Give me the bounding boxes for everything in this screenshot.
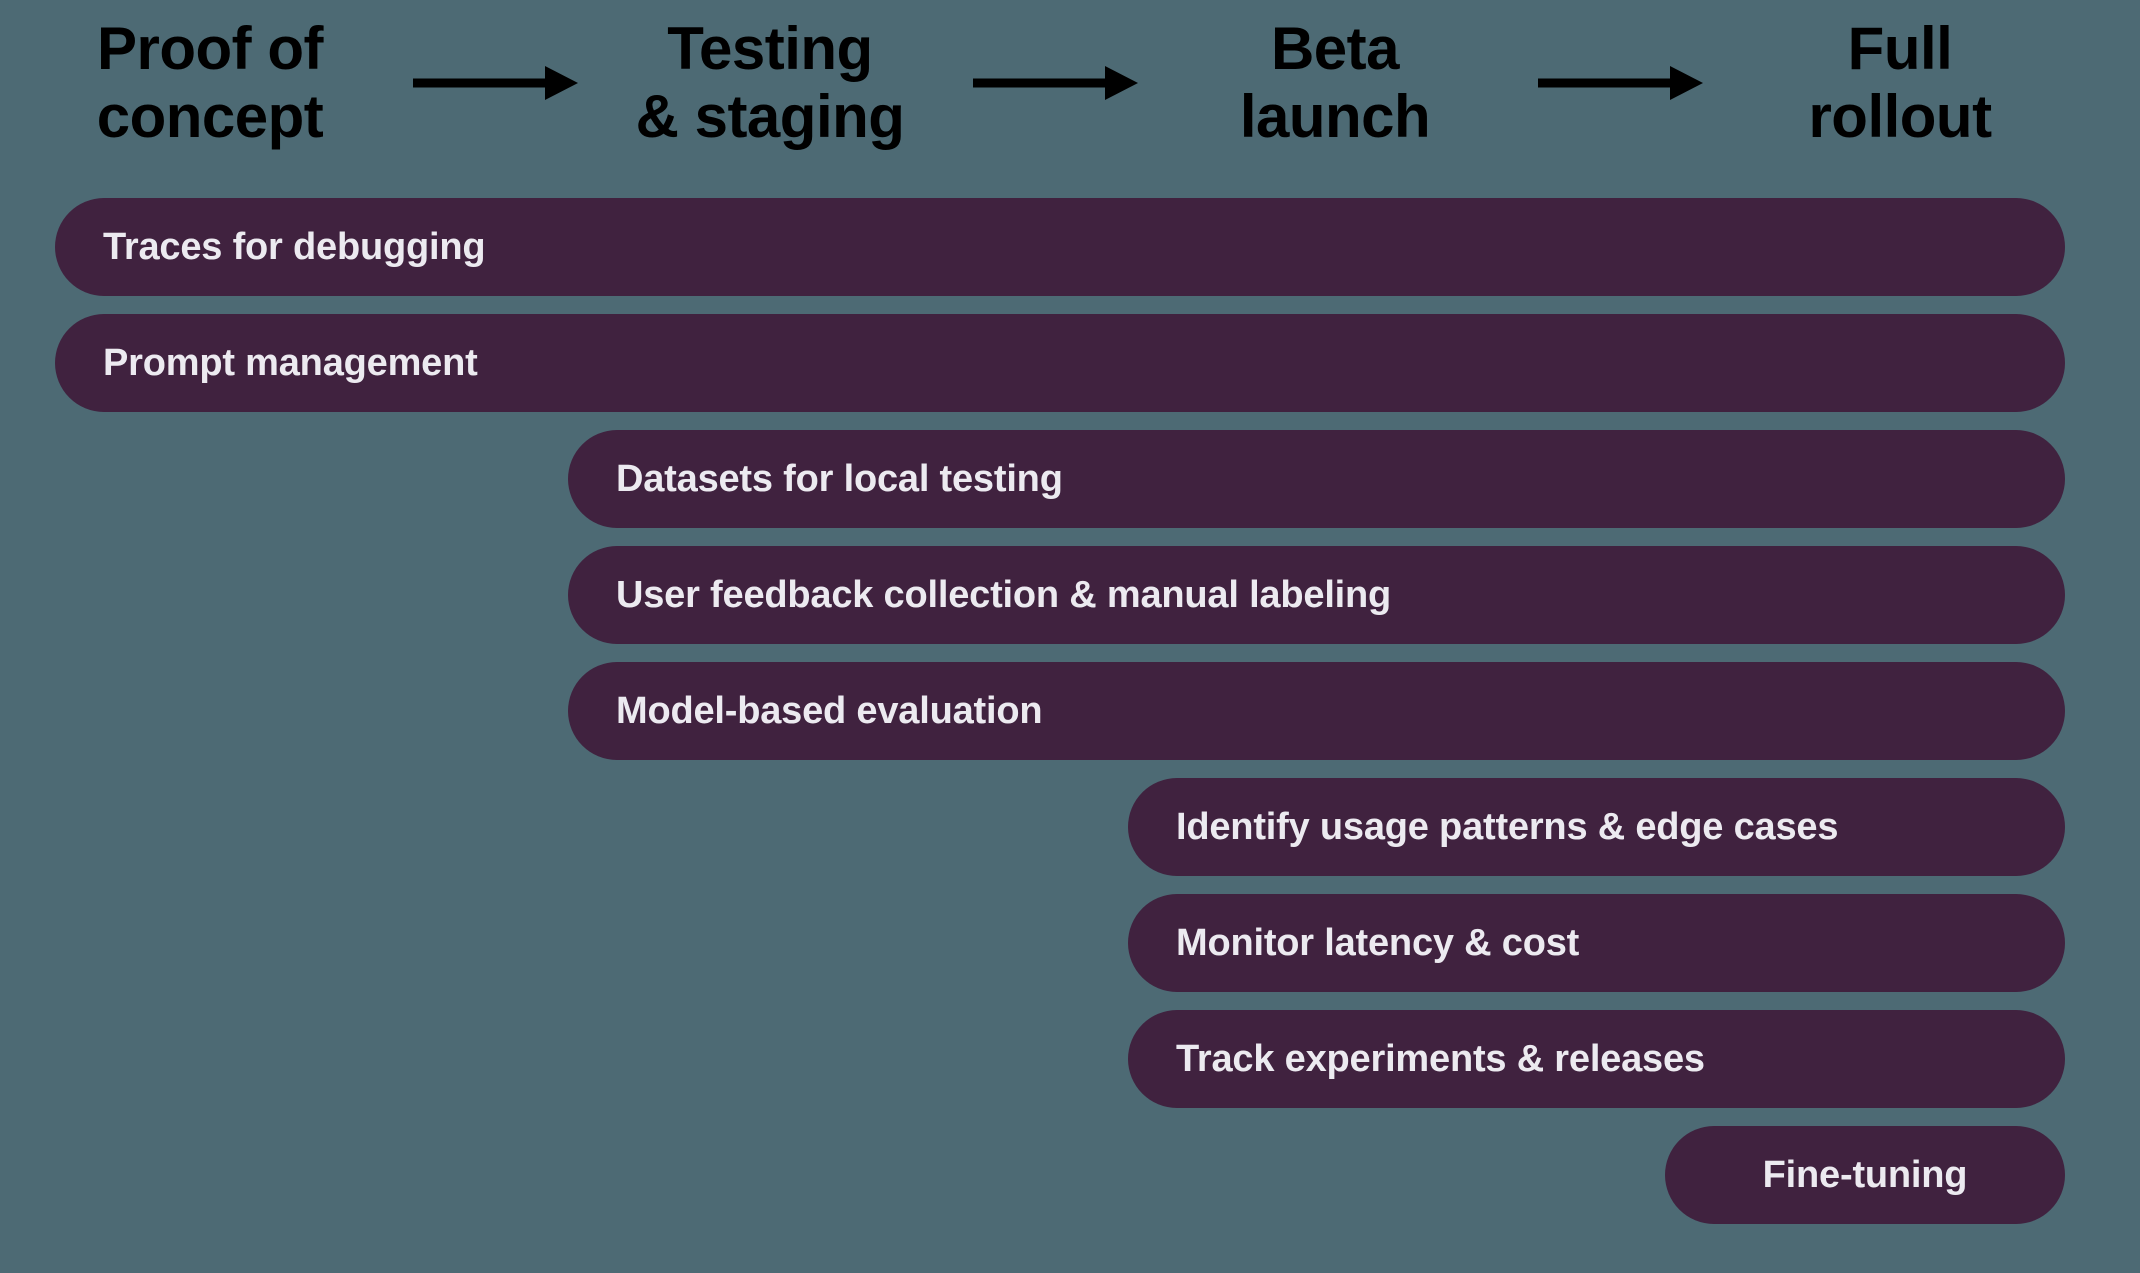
capability-bar-datasets-for-local-testing[interactable]: Datasets for local testing (568, 430, 2065, 528)
capability-bar-label: Traces for debugging (103, 225, 486, 268)
stage-proof-of-concept: Proof of concept (60, 0, 360, 165)
capability-bar-label: Model-based evaluation (616, 689, 1043, 732)
capability-bar-traces-for-debugging[interactable]: Traces for debugging (55, 198, 2065, 296)
stage-beta-launch: Beta launch (1185, 0, 1485, 165)
capability-bar-label: Monitor latency & cost (1176, 921, 1580, 964)
capability-bar-identify-usage-patterns[interactable]: Identify usage patterns & edge cases (1128, 778, 2065, 876)
capability-bar-monitor-latency-and-cost[interactable]: Monitor latency & cost (1128, 894, 2065, 992)
arrow-right-icon (960, 0, 1150, 165)
stage-header-row: Proof of concept Testing & staging Beta … (0, 0, 2140, 165)
capability-bar-label: Fine-tuning (1762, 1153, 1968, 1196)
stage-label: Testing & staging (635, 15, 905, 150)
capability-bar-track-experiments-and-releases[interactable]: Track experiments & releases (1128, 1010, 2065, 1108)
stage-label: Proof of concept (96, 15, 324, 150)
stage-label: Beta launch (1239, 15, 1431, 150)
capability-bar-label: User feedback collection & manual labeli… (616, 573, 1392, 616)
arrow-right-icon (400, 0, 590, 165)
capability-bar-user-feedback-collection[interactable]: User feedback collection & manual labeli… (568, 546, 2065, 644)
stage-testing-and-staging: Testing & staging (620, 0, 920, 165)
capability-bar-label: Identify usage patterns & edge cases (1176, 805, 1839, 848)
capability-bar-fine-tuning[interactable]: Fine-tuning (1665, 1126, 2065, 1224)
capability-bar-label: Prompt management (103, 341, 478, 384)
capability-bar-label: Track experiments & releases (1176, 1037, 1705, 1080)
stage-label: Full rollout (1808, 15, 1992, 150)
stage-full-rollout: Full rollout (1750, 0, 2050, 165)
capability-bar-prompt-management[interactable]: Prompt management (55, 314, 2065, 412)
arrow-right-icon (1525, 0, 1715, 165)
capability-bar-model-based-evaluation[interactable]: Model-based evaluation (568, 662, 2065, 760)
capability-bar-label: Datasets for local testing (616, 457, 1063, 500)
